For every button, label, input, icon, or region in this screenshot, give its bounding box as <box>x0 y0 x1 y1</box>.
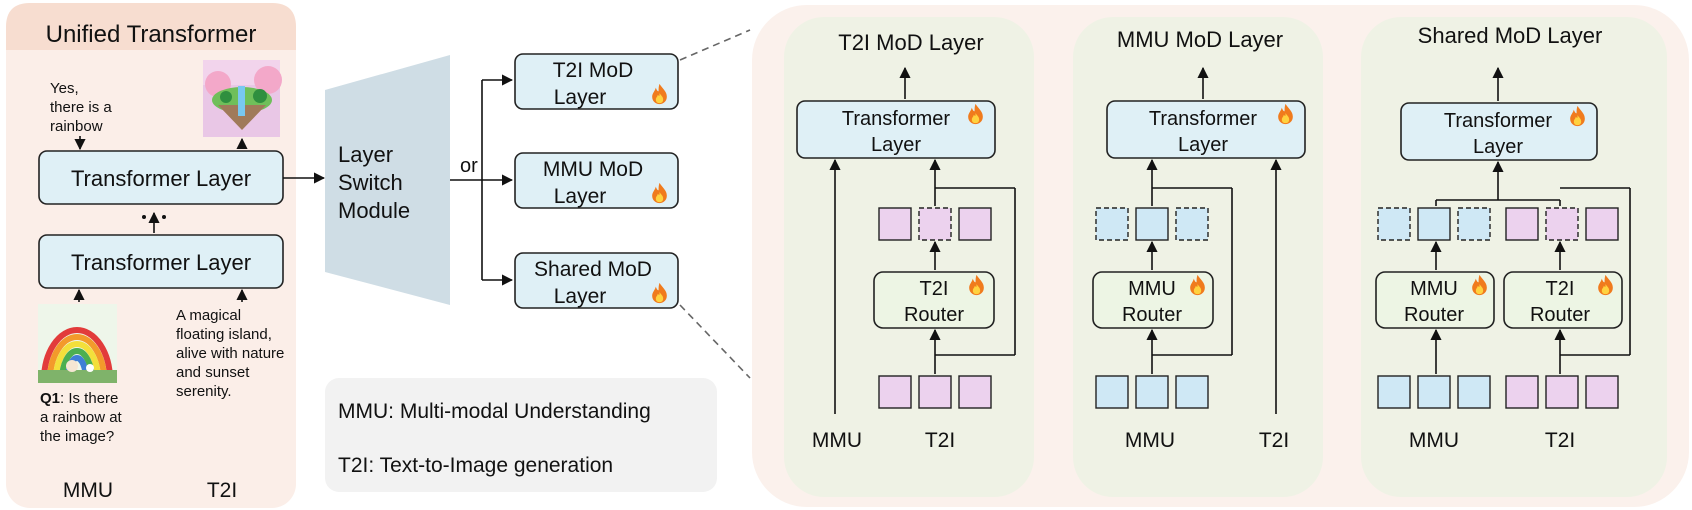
option-shared-mod-layer: Shared MoD Layer <box>514 252 679 309</box>
routed-token <box>1135 207 1169 241</box>
t2i-token <box>958 375 992 409</box>
transformer-layer-bottom-label: Transformer Layer <box>71 250 251 275</box>
unified-transformer-panel: Unified Transformer Yes, there is a rain… <box>6 3 296 508</box>
routed-token <box>1417 207 1451 241</box>
routed-token <box>878 207 912 241</box>
svg-text:T2I: T2I <box>920 278 949 300</box>
panel-title: Shared MoD Layer <box>1418 23 1603 48</box>
svg-text:MMU: MMU <box>1410 278 1458 300</box>
layer-switch-module: Layer Switch Module <box>325 55 450 305</box>
svg-text:Layer: Layer <box>554 285 607 308</box>
label-mmu: MMU <box>812 429 862 452</box>
option-t2i-mod-layer: T2I MoD Layer <box>514 53 679 110</box>
svg-text:Layer: Layer <box>1473 136 1523 158</box>
svg-text:Transformer: Transformer <box>1149 108 1258 130</box>
t2i-token <box>918 375 952 409</box>
panel-shared-mod-layer: Shared MoD Layer Transformer Layer MMU R… <box>1361 17 1667 497</box>
svg-text:T2I: T2I <box>1546 278 1575 300</box>
svg-text:Router: Router <box>1530 304 1590 326</box>
t2i-router <box>873 271 995 329</box>
t2i-token <box>1585 375 1619 409</box>
transformer-layer <box>1106 100 1306 159</box>
svg-text:Router: Router <box>904 304 964 326</box>
mmu-token <box>1135 375 1169 409</box>
switch-branches: or <box>450 74 514 286</box>
svg-text:T2I MoD: T2I MoD <box>553 59 634 82</box>
rainbow-image <box>38 304 117 383</box>
skipped-token <box>1377 207 1411 241</box>
mmu-token <box>1095 375 1129 409</box>
question-text: Q1: Is there a rainbow at the image? <box>40 390 126 445</box>
legend-box: MMU: Multi-modal Understanding T2I: Text… <box>325 378 717 492</box>
mmu-router <box>1375 271 1495 329</box>
svg-text:Layer: Layer <box>871 134 921 156</box>
skipped-token <box>1457 207 1491 241</box>
input-label-t2i: T2I <box>207 479 237 502</box>
routed-token <box>1585 207 1619 241</box>
transformer-layer <box>796 100 996 159</box>
legend-t2i: T2I: Text-to-Image generation <box>338 454 613 477</box>
skipped-token <box>1545 207 1579 241</box>
legend-mmu: MMU: Multi-modal Understanding <box>338 400 651 423</box>
or-label: or <box>460 155 478 177</box>
panel-title: MMU MoD Layer <box>1117 27 1283 52</box>
svg-text:Transformer: Transformer <box>1444 110 1553 132</box>
label-t2i: T2I <box>1259 429 1289 452</box>
mmu-token <box>1377 375 1411 409</box>
panel-mmu-mod-layer: MMU MoD Layer Transformer Layer MMU Rout… <box>1073 17 1323 497</box>
transformer-layer <box>1400 102 1598 161</box>
routed-token <box>1505 207 1539 241</box>
option-mmu-mod-layer: MMU MoD Layer <box>514 152 679 209</box>
unified-transformer-title: Unified Transformer <box>46 21 257 48</box>
floating-island-image <box>203 60 282 137</box>
label-mmu: MMU <box>1125 429 1175 452</box>
skipped-token <box>918 207 952 241</box>
svg-text:MMU: MMU <box>1128 278 1176 300</box>
panel-t2i-mod-layer: T2I MoD Layer Transformer Layer T2I Rout… <box>784 17 1034 497</box>
svg-text:Shared MoD: Shared MoD <box>534 258 652 281</box>
text-prompt: A magical floating island, alive with na… <box>176 307 289 400</box>
label-t2i: T2I <box>1545 429 1575 452</box>
t2i-token <box>878 375 912 409</box>
svg-text:Router: Router <box>1122 304 1182 326</box>
t2i-token <box>1545 375 1579 409</box>
routed-token <box>958 207 992 241</box>
layer-switch-module-label: Layer Switch Module <box>338 142 410 223</box>
t2i-router <box>1503 271 1623 329</box>
svg-text:Router: Router <box>1404 304 1464 326</box>
transformer-layer-top-label: Transformer Layer <box>71 166 251 191</box>
mmu-token <box>1457 375 1491 409</box>
transformer-layer-bottom <box>38 234 284 289</box>
t2i-token <box>1505 375 1539 409</box>
label-t2i: T2I <box>925 429 955 452</box>
svg-text:MMU MoD: MMU MoD <box>543 158 643 181</box>
svg-text:Layer: Layer <box>1178 134 1228 156</box>
panel-title: T2I MoD Layer <box>838 30 984 55</box>
answer-text: Yes, there is a rainbow <box>50 80 116 135</box>
label-mmu: MMU <box>1409 429 1459 452</box>
mmu-token <box>1417 375 1451 409</box>
svg-text:Layer: Layer <box>554 86 607 109</box>
svg-text:Transformer: Transformer <box>842 108 951 130</box>
mmu-token <box>1175 375 1209 409</box>
svg-text:Layer: Layer <box>554 185 607 208</box>
input-label-mmu: MMU <box>63 479 113 502</box>
skipped-token <box>1095 207 1129 241</box>
skipped-token <box>1175 207 1209 241</box>
mmu-router <box>1092 271 1214 329</box>
